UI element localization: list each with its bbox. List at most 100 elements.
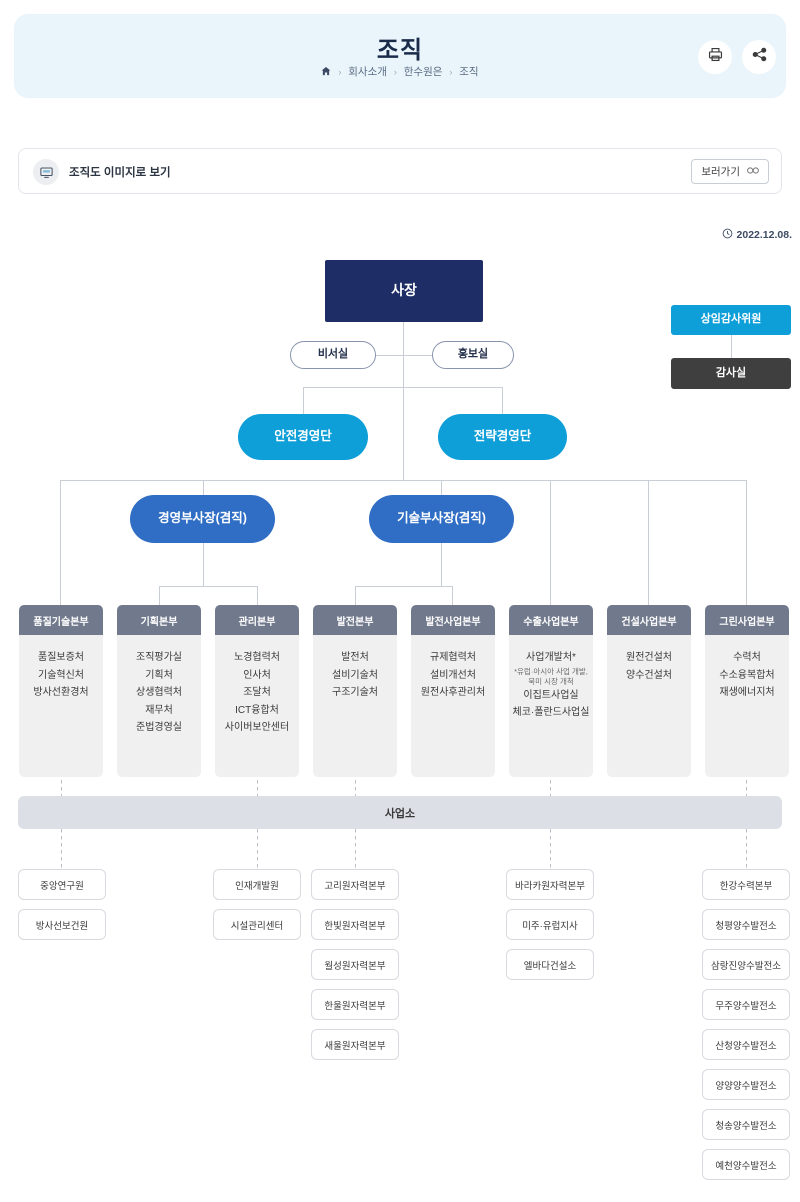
division-unit[interactable]: 기획처 <box>145 669 173 681</box>
breadcrumb-item-0[interactable]: 회사소개 <box>348 66 387 78</box>
branch-item[interactable]: 엘바다건설소 <box>506 949 594 980</box>
division-header[interactable]: 품질기술본부 <box>19 605 103 635</box>
branch-item[interactable]: 예천양수발전소 <box>702 1149 790 1180</box>
division-header[interactable]: 건설사업본부 <box>607 605 691 635</box>
division-unit[interactable]: 재무처 <box>145 704 173 716</box>
connector <box>257 586 258 605</box>
connector <box>648 480 649 605</box>
branch-item[interactable]: 청평양수발전소 <box>702 909 790 940</box>
link-icon <box>747 166 759 178</box>
branch-item[interactable]: 바라카원자력본부 <box>506 869 594 900</box>
division-unit[interactable]: 준법경영실 <box>136 722 182 733</box>
node-ceo[interactable]: 사장 <box>325 260 483 322</box>
branch-item[interactable]: 방사선보건원 <box>18 909 106 940</box>
node-standing-auditor[interactable]: 상임감사위원 <box>671 305 791 335</box>
division-header[interactable]: 관리본부 <box>215 605 299 635</box>
page-hero: 조직 › 회사소개 › 한수원은 › 조직 <box>14 14 786 98</box>
division-unit[interactable]: 수력처 <box>733 652 761 663</box>
node-strategy-management[interactable]: 전략경영단 <box>438 414 567 460</box>
connector <box>452 586 453 605</box>
view-image-button[interactable]: 보러가기 <box>691 159 769 184</box>
branch-item[interactable]: 월성원자력본부 <box>311 949 399 980</box>
division-header[interactable]: 수출사업본부 <box>509 605 593 635</box>
branch-item[interactable]: 한강수력본부 <box>702 869 790 900</box>
connector <box>303 387 304 414</box>
view-image-button-label: 보러가기 <box>701 166 740 178</box>
division-unit[interactable]: ICT융합처 <box>235 704 279 716</box>
division-unit[interactable]: 조직평가실 <box>136 652 182 663</box>
node-pr-office[interactable]: 홍보실 <box>432 341 514 369</box>
branch-item[interactable]: 한울원자력본부 <box>311 989 399 1020</box>
division-unit[interactable]: 방사선환경처 <box>33 687 89 698</box>
node-safety-management[interactable]: 안전경영단 <box>238 414 368 460</box>
breadcrumb-item-2[interactable]: 조직 <box>459 66 479 78</box>
branch-item[interactable]: 삼랑진양수발전소 <box>702 949 790 980</box>
division-header[interactable]: 그린사업본부 <box>705 605 789 635</box>
connector <box>159 586 258 587</box>
division-unit[interactable]: 발전처 <box>341 652 369 663</box>
node-vp-management[interactable]: 경영부사장(겸직) <box>130 495 275 543</box>
node-audit-office[interactable]: 감사실 <box>671 358 791 389</box>
division-unit[interactable]: 수소융복합처 <box>719 669 775 681</box>
division-unit[interactable]: 원전사후관리처 <box>420 687 486 698</box>
print-button[interactable] <box>698 40 732 74</box>
division-header[interactable]: 기획본부 <box>117 605 201 635</box>
division-unit[interactable]: 설비기술처 <box>332 669 378 681</box>
connector <box>60 480 747 481</box>
home-icon[interactable] <box>321 66 331 79</box>
division-unit[interactable]: 사이버보안센터 <box>224 722 290 733</box>
branch-item[interactable]: 인재개발원 <box>213 869 301 900</box>
division-header[interactable]: 발전본부 <box>313 605 397 635</box>
division-unit[interactable]: 재생에너지처 <box>719 687 775 698</box>
division-unit[interactable]: 구조기술처 <box>332 687 378 698</box>
branch-item[interactable]: 한빛원자력본부 <box>311 909 399 940</box>
division-unit[interactable]: 노경협력처 <box>234 652 280 663</box>
image-view-label: 조직도 이미지로 보기 <box>69 167 171 179</box>
image-view-bar: 조직도 이미지로 보기 보러가기 <box>18 148 782 194</box>
division-unit[interactable]: 사업개발처* <box>526 652 576 663</box>
node-vp-technology[interactable]: 기술부사장(겸직) <box>369 495 514 543</box>
division-unit[interactable]: 조달처 <box>243 687 271 698</box>
branch-item[interactable]: 중앙연구원 <box>18 869 106 900</box>
breadcrumb-item-1[interactable]: 한수원은 <box>403 66 443 78</box>
branch-item[interactable]: 시설관리센터 <box>213 909 301 940</box>
division-unit[interactable]: 원전건설처 <box>626 652 672 663</box>
branch-item[interactable]: 청송양수발전소 <box>702 1109 790 1140</box>
connector <box>355 586 356 605</box>
division-unit[interactable]: 이집트사업실 <box>523 689 579 701</box>
connector <box>203 480 204 495</box>
division-unit[interactable]: 품질보증처 <box>38 652 84 663</box>
branch-item[interactable]: 무주양수발전소 <box>702 989 790 1020</box>
division-unit[interactable]: 설비개선처 <box>430 669 476 681</box>
branch-item[interactable]: 양양양수발전소 <box>702 1069 790 1100</box>
division-unit[interactable]: 기술혁신처 <box>38 669 84 681</box>
dashed-connector <box>355 829 356 869</box>
branch-item[interactable]: 미주·유럽지사 <box>506 909 594 940</box>
connector <box>355 586 453 587</box>
division-header[interactable]: 발전사업본부 <box>411 605 495 635</box>
branch-item[interactable]: 산청양수발전소 <box>702 1029 790 1060</box>
division-unit[interactable]: 체코·폴란드사업실 <box>512 707 590 719</box>
branch-item[interactable]: 고리원자력본부 <box>311 869 399 900</box>
share-button[interactable] <box>742 40 776 74</box>
division-unit[interactable]: 인사처 <box>243 669 271 681</box>
branch-item[interactable]: 새울원자력본부 <box>311 1029 399 1060</box>
division-unit[interactable]: 양수건설처 <box>626 669 672 681</box>
breadcrumb-sep: › <box>449 67 453 77</box>
division-unit[interactable]: 상생협력처 <box>136 687 182 698</box>
division-unit[interactable]: 규제협력처 <box>430 652 476 663</box>
connector <box>203 543 204 586</box>
connector <box>550 480 551 605</box>
node-secretary-office[interactable]: 비서실 <box>290 341 376 369</box>
dashed-connector <box>257 780 258 797</box>
